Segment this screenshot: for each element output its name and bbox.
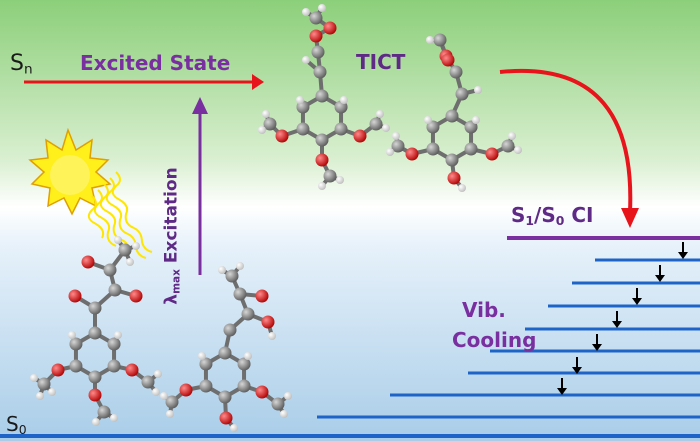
conical-intersection-label: S1/S0 CI [511,203,594,229]
excited-state-label: Excited State [80,51,231,75]
excited-state-arrowhead [252,74,264,90]
molecule-ground-right [160,262,292,432]
molecule-excited-left [258,4,390,190]
sun-icon [28,127,112,216]
excitation-arrowhead [192,97,208,114]
tict-label: TICT [356,50,406,74]
sn-label: Sn [10,51,33,78]
molecule-tict-right [386,33,522,192]
cooling-arrow [632,288,642,305]
tict-to-ci-arrow [499,68,633,213]
cooling-arrow [678,242,688,259]
vibrational-levels [317,258,700,419]
vib-label: Vib. [462,298,506,322]
cooling-arrow [572,357,582,374]
s0-label: S0 [6,412,27,438]
cooling-arrow [592,334,602,351]
molecules [30,4,522,432]
cooling-arrows [557,242,688,395]
molecule-ground-left [30,236,162,426]
cooling-arrow [655,265,665,282]
cooling-arrow [557,378,567,395]
cooling-label: Cooling [452,328,537,352]
tict-to-ci-arrowhead [621,208,639,228]
cooling-arrow [612,311,622,328]
